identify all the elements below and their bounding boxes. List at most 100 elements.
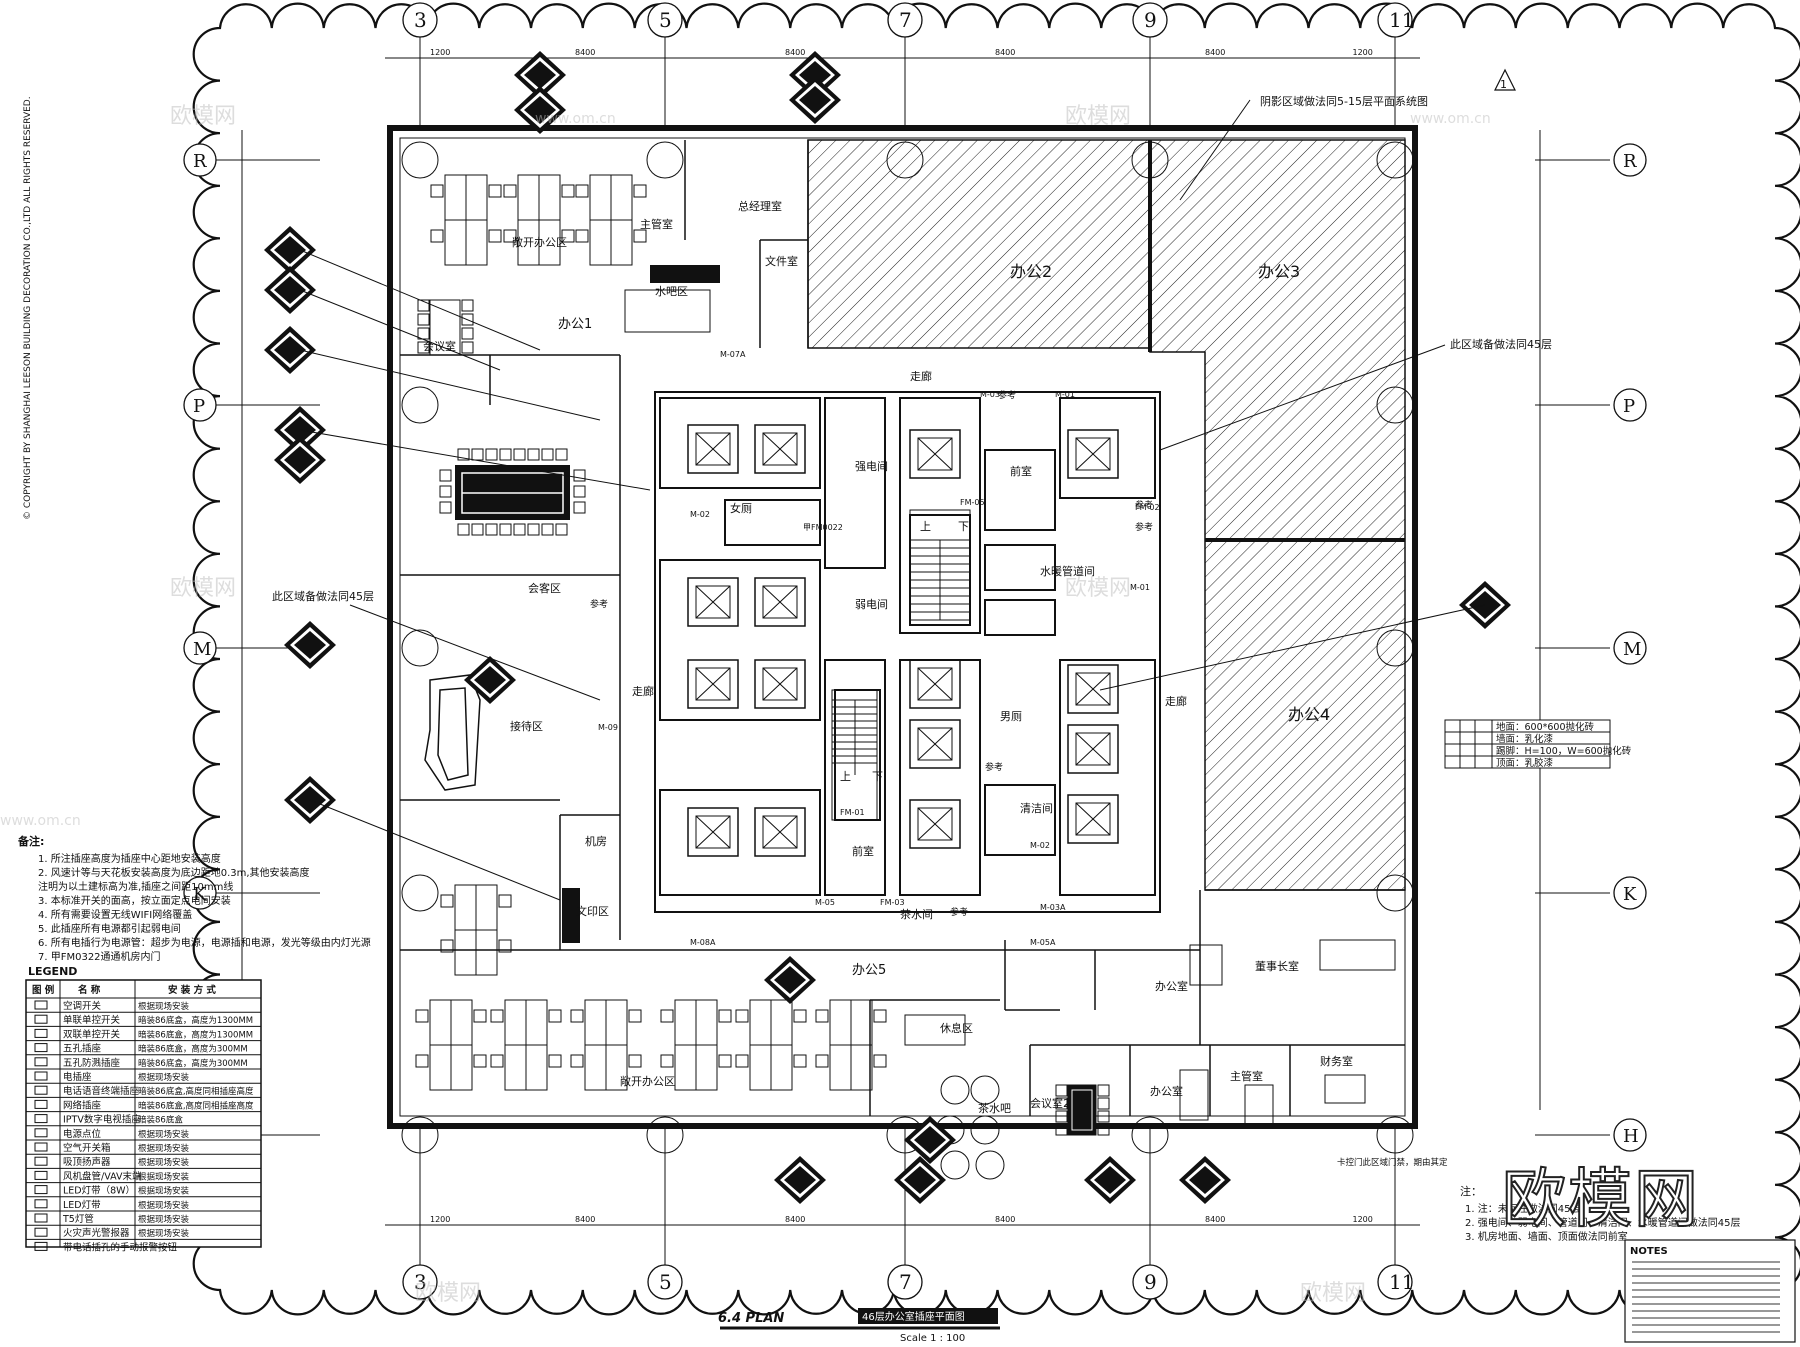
reception-desk <box>424 674 481 791</box>
stair-treads <box>832 539 970 775</box>
dimension-label: 8400 <box>1205 48 1225 57</box>
chair <box>527 523 540 536</box>
water-bar-counter <box>624 289 711 333</box>
room-rest: 休息区 <box>940 1021 973 1035</box>
room-open-office-top: 敞开办公区 <box>512 235 567 249</box>
room-weak-elec: 弱电间 <box>855 598 888 611</box>
door-tag: M-08A <box>690 938 716 947</box>
finish-floor: 地面：600*600抛化砖 <box>1496 721 1595 733</box>
elevator-car <box>754 659 806 709</box>
finish-wall: 墙面：乳化漆 <box>1496 733 1554 745</box>
title-block: NOTES 6.4 PLAN 46层办公室插座平面图 Scale 1 : 100 <box>718 1239 1796 1344</box>
equip-note-right: 此区域备做法同45层 <box>1450 337 1552 351</box>
legend-name: 双联单控开关 <box>63 1028 121 1040</box>
chair <box>417 313 430 326</box>
door-tag: M-07A <box>720 350 746 359</box>
elevator-car <box>1067 664 1119 714</box>
brand-logo: 欧模网 <box>1501 1162 1700 1238</box>
legend-install: 暗装86底盒,高度同相插座高度 <box>138 1086 254 1097</box>
room-archive: 文件室 <box>765 254 798 268</box>
notes-heading: 备注: <box>17 834 44 848</box>
legend-symbol-icon <box>34 1213 48 1223</box>
chair <box>527 448 540 461</box>
watermark-url-1: www.om.cn <box>535 111 616 127</box>
watermarks: 欧模网 www.om.cn 欧模网 www.om.cn 欧模网 欧模网 欧模网 … <box>0 104 1491 1306</box>
room-meeting2: 会议室2 <box>1030 1096 1070 1110</box>
desk-cluster <box>440 884 512 976</box>
legend-title: LEGEND <box>28 965 77 978</box>
elevator-car <box>1067 724 1119 774</box>
grid-bubble-label: 9 <box>1144 8 1157 32</box>
elevator-car <box>754 424 806 474</box>
legend-name: 电话语音终端插座 <box>63 1085 140 1097</box>
column <box>401 874 439 912</box>
chair <box>499 448 512 461</box>
column <box>401 629 439 667</box>
equip-note-left: 此区域备做法同45层 <box>272 589 374 603</box>
legend-name: IPTV数字电视插座 <box>63 1114 141 1126</box>
dimension-label: 8400 <box>1205 1215 1225 1224</box>
desk-cluster <box>815 999 887 1091</box>
room-machine: 机房 <box>585 834 607 848</box>
legend-symbol-icon <box>34 1199 48 1209</box>
desk-cluster <box>490 999 562 1091</box>
room-office5: 办公5 <box>852 963 886 978</box>
grid-bubble-label: M <box>1623 639 1641 660</box>
copyright-text: © COPYRIGHT BY SHANGHAI LEESON BUILDING … <box>23 96 33 520</box>
chair <box>461 299 474 312</box>
room-mens: 男厕 <box>1000 710 1022 723</box>
legend-symbol-icon <box>34 1014 48 1024</box>
grid-bubble-label: 7 <box>899 1270 912 1294</box>
legend-symbol-icon <box>34 1114 48 1124</box>
legend-name: 网络插座 <box>63 1099 102 1111</box>
grid-bubble-label: H <box>1623 1126 1639 1147</box>
legend-name: 电源点位 <box>63 1128 102 1140</box>
grid-bubble <box>887 2 923 38</box>
legend-symbol-icon <box>34 1043 48 1053</box>
grid-bubble-label: K <box>1623 884 1637 905</box>
room-labels: 办公1 办公2 办公3 办公4 办公5 敞开办公区 敞开办公区 会议室 会议室2… <box>423 199 1353 1115</box>
chair <box>541 523 554 536</box>
legend-symbol-icon <box>34 1000 48 1010</box>
room-office1: 办公1 <box>558 317 592 332</box>
stair-down: 下 <box>958 520 969 533</box>
room-office-small2: 办公室 <box>1150 1084 1183 1098</box>
dimension-label: 1200 <box>1353 1215 1373 1224</box>
legend-symbol-icon <box>34 1099 48 1109</box>
desk-cluster <box>503 174 575 266</box>
watermark-4: 欧模网 <box>1065 576 1131 601</box>
detail-tag <box>1084 1156 1136 1204</box>
door-tag: M-05 <box>815 898 835 907</box>
north-marker-label: 1 <box>1500 78 1507 91</box>
door-tag: M-01 <box>1055 390 1075 399</box>
desk-cluster <box>415 999 487 1091</box>
room-print: 文印区 <box>576 904 609 918</box>
detail-tag <box>789 76 841 124</box>
chair <box>1097 1097 1110 1110</box>
legend-install: 根据现场安装 <box>138 1157 190 1168</box>
elevator-car <box>909 429 961 479</box>
reference-tag: 参考 <box>950 906 968 918</box>
room-corridor3: 走廊 <box>1165 694 1187 708</box>
legend-name: 火灾声光警报器 <box>63 1227 130 1239</box>
elevator-car <box>687 577 739 627</box>
interior-walls <box>400 140 1405 1116</box>
grid-bubble <box>1613 388 1647 422</box>
legend-install: 暗装86底盒 <box>138 1115 183 1126</box>
elevator-car <box>1067 794 1119 844</box>
grid-bubble <box>647 1264 683 1300</box>
room-gm: 总经理室 <box>738 199 782 213</box>
legend-name: LED灯带（8W） <box>63 1185 135 1197</box>
elevator-car <box>687 424 739 474</box>
elevator-car <box>1067 429 1119 479</box>
door-tag: 甲FM0022 <box>803 523 843 532</box>
grid-bubble <box>402 2 438 38</box>
grid-bubble <box>1613 1118 1647 1152</box>
legend-header-symbol: 图 例 <box>32 984 54 996</box>
finance-desk <box>1324 1074 1366 1104</box>
legend-symbol-icon <box>34 1057 48 1067</box>
stair-down2: 下 <box>872 770 883 783</box>
grid-bubble <box>1377 1264 1413 1300</box>
elevator-car <box>754 577 806 627</box>
